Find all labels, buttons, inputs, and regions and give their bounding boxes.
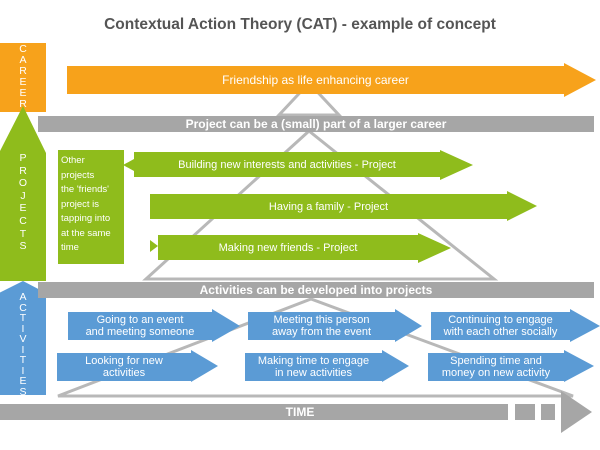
side-label-letter: E bbox=[19, 375, 27, 387]
project-label-building-interests: Building new interests and activities - … bbox=[178, 158, 396, 171]
activity-arrow-shape-2 bbox=[248, 309, 422, 342]
project-label-making-friends: Making new friends - Project bbox=[218, 241, 358, 254]
activity-line: Going to an event bbox=[96, 314, 184, 326]
activity-arrow-shape-5 bbox=[245, 350, 409, 382]
side-label-letter: R bbox=[19, 98, 27, 111]
activity-label-making-time: Making time to engage in new activities bbox=[245, 353, 382, 381]
side-label-letter: O bbox=[18, 177, 28, 190]
time-dash-2 bbox=[541, 404, 555, 420]
activity-line: Making time to engage bbox=[257, 355, 370, 367]
side-label-letter: R bbox=[19, 164, 27, 177]
activity-label-continuing-engage: Continuing to engage with each other soc… bbox=[431, 312, 570, 340]
side-label-letter: J bbox=[20, 189, 26, 202]
side-label-letter: R bbox=[19, 65, 27, 78]
diagram-title: Contextual Action Theory (CAT) - example… bbox=[104, 16, 496, 33]
side-label-letter: E bbox=[19, 202, 27, 215]
band-activities-projects: Activities can be developed into project… bbox=[38, 282, 594, 298]
activity-arrow-shape-3 bbox=[431, 309, 600, 342]
projects-note-line: Other bbox=[61, 155, 85, 166]
side-label-letter: T bbox=[19, 354, 27, 366]
activity-line: and meeting someone bbox=[85, 326, 195, 338]
project-arrow-shape-3 bbox=[158, 233, 451, 263]
side-label-letter: I bbox=[21, 364, 25, 377]
activity-line: in new activities bbox=[274, 367, 353, 379]
career-side-bar bbox=[0, 43, 46, 112]
projects-note-line: projects bbox=[61, 169, 95, 181]
projects-note-line: the 'friends' bbox=[61, 184, 109, 195]
activity-line: Looking for new bbox=[85, 355, 163, 367]
activity-label-spending-time: Spending time and money on new activity bbox=[428, 353, 564, 381]
side-label-letter: A bbox=[19, 54, 27, 67]
time-dash-1 bbox=[515, 404, 535, 420]
activity-line: with each other socially bbox=[443, 326, 558, 338]
project-label-having-family: Having a family - Project bbox=[268, 200, 389, 213]
activities-side-arrow bbox=[0, 281, 46, 395]
activity-line: activities bbox=[102, 367, 146, 379]
projects-note-line: project is bbox=[61, 198, 100, 210]
time-arrow-shape bbox=[0, 404, 508, 420]
side-label-letter: C bbox=[19, 43, 27, 55]
career-pyramid bbox=[275, 80, 343, 117]
side-label-letter: A bbox=[19, 291, 27, 303]
side-label-letter: T bbox=[19, 227, 27, 240]
note-pointer-3 bbox=[123, 240, 158, 252]
side-label-letter: C bbox=[19, 301, 27, 314]
side-label-letter: I bbox=[21, 343, 25, 356]
career-arrow-shape bbox=[67, 63, 596, 97]
band-project-career: Project can be a (small) part of a large… bbox=[38, 116, 594, 132]
note-pointer-1 bbox=[123, 159, 134, 171]
side-label-letter: T bbox=[19, 312, 27, 324]
side-label-letter: I bbox=[21, 322, 25, 335]
activity-label-going-to-event: Going to an event and meeting someone bbox=[68, 312, 212, 340]
activity-line: money on new activity bbox=[441, 367, 551, 379]
time-arrow-head bbox=[561, 391, 592, 433]
activity-line: Meeting this person bbox=[273, 314, 370, 326]
activity-line: Continuing to engage bbox=[448, 314, 553, 326]
time-label: TIME bbox=[285, 405, 315, 419]
projects-note-line: tapping into bbox=[61, 213, 111, 224]
project-arrow-shape-2 bbox=[150, 191, 537, 221]
career-arrow-label: Friendship as life enhancing career bbox=[222, 73, 409, 87]
projects-note: Other projects the 'friends' project is … bbox=[58, 150, 124, 264]
side-label-letter: P bbox=[19, 152, 27, 164]
activity-line: Spending time and bbox=[450, 355, 542, 367]
project-arrow-shape-1 bbox=[134, 150, 473, 180]
side-label-letter: V bbox=[19, 333, 27, 345]
activity-label-looking-for-new: Looking for new activities bbox=[57, 353, 191, 381]
side-label-letter: E bbox=[19, 76, 27, 89]
activity-arrow-shape-1 bbox=[68, 309, 240, 342]
projects-note-line: time bbox=[61, 242, 79, 253]
side-label-letter: S bbox=[19, 385, 27, 398]
activity-arrow-shape-6 bbox=[428, 350, 594, 382]
projects-note-line: at the same bbox=[61, 227, 111, 239]
side-label-letter: E bbox=[19, 87, 27, 100]
activity-arrow-shape-4 bbox=[57, 350, 218, 382]
activity-label-meeting-person: Meeting this person away from the event bbox=[248, 312, 395, 340]
projects-side-arrow bbox=[0, 106, 46, 281]
side-label-letter: C bbox=[19, 214, 27, 227]
activity-line: away from the event bbox=[271, 326, 372, 338]
side-label-letter: S bbox=[19, 240, 27, 253]
